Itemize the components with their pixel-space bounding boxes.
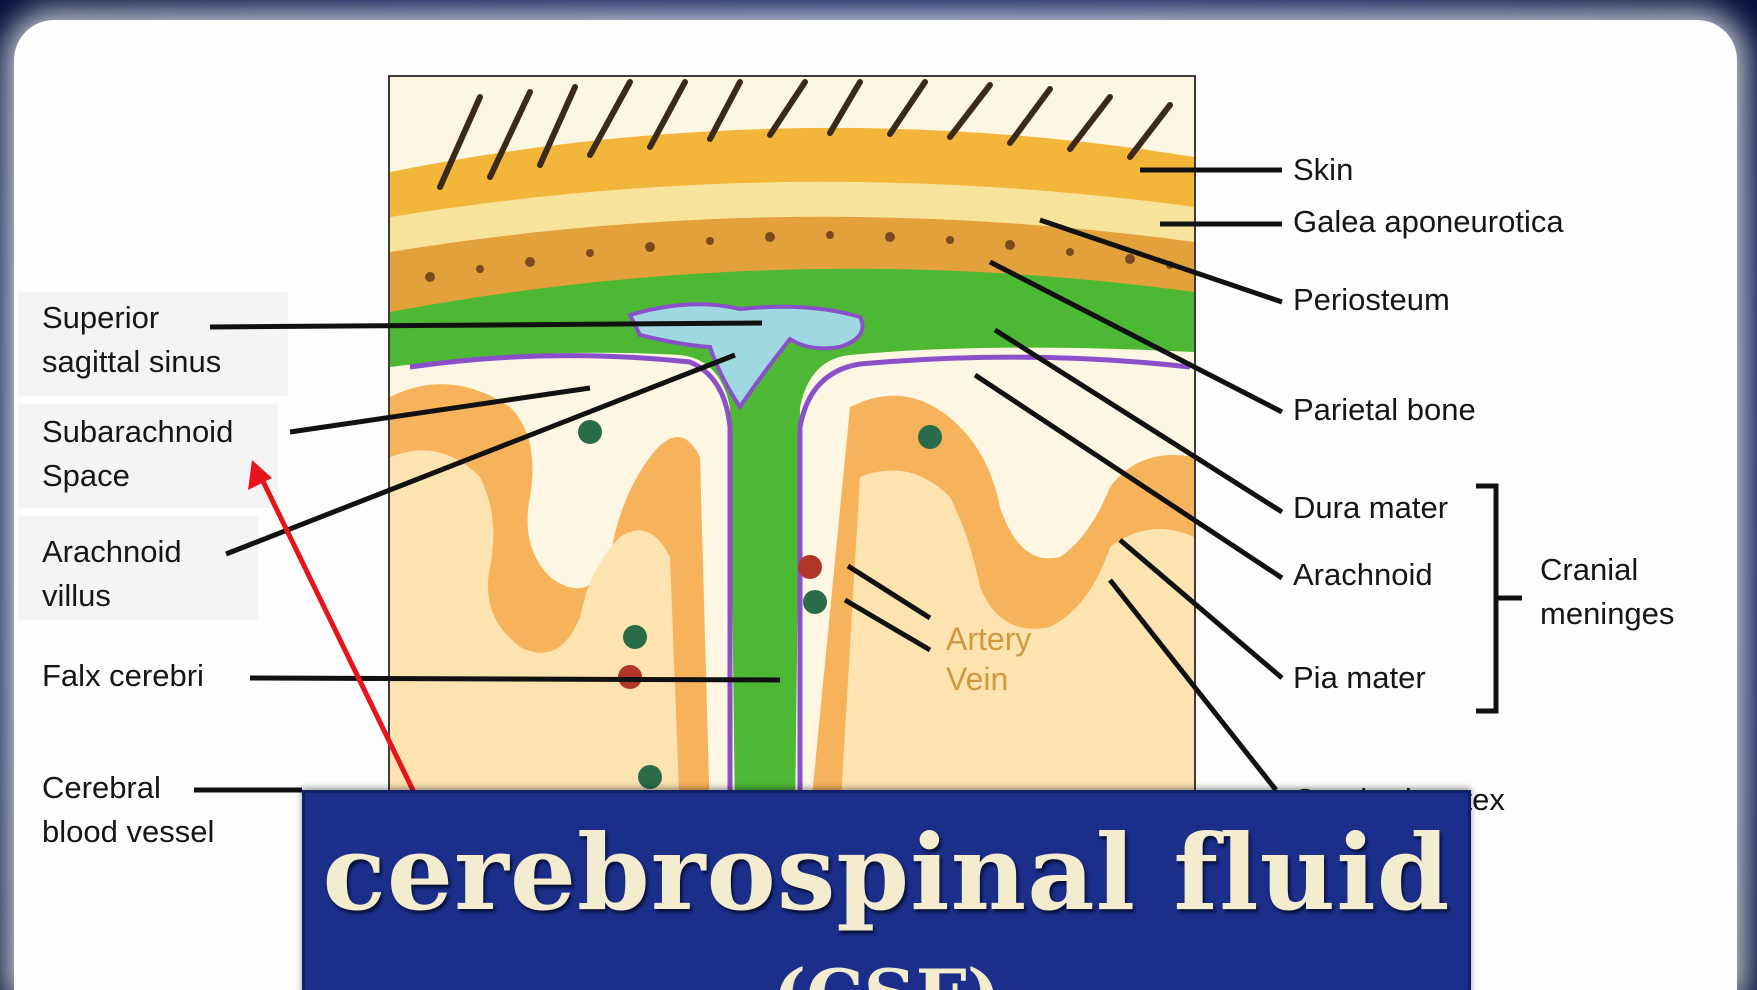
- label-subarachnoid-space: Subarachnoid Space: [42, 410, 233, 498]
- label-dura-mater: Dura mater: [1293, 486, 1448, 530]
- label-cranial-meninges: Cranial meninges: [1540, 548, 1674, 636]
- title-sub: (CSF): [305, 953, 1468, 990]
- label-periosteum: Periosteum: [1293, 278, 1450, 322]
- label-arachnoid-villus: Arachnoid villus: [42, 530, 182, 618]
- label-artery: Artery: [946, 618, 1031, 660]
- label-arachnoid: Arachnoid: [1293, 553, 1433, 597]
- label-galea-aponeurotica: Galea aponeurotica: [1293, 200, 1564, 244]
- label-pia-mater: Pia mater: [1293, 656, 1426, 700]
- label-parietal-bone: Parietal bone: [1293, 388, 1476, 432]
- label-skin: Skin: [1293, 148, 1353, 192]
- label-falx-cerebri: Falx cerebri: [42, 654, 204, 698]
- label-superior-sagittal-sinus: Superior sagittal sinus: [42, 296, 221, 384]
- title-banner: cerebrospinal fluid (CSF): [302, 790, 1471, 990]
- label-cerebral-blood-vessel: Cerebral blood vessel: [42, 766, 214, 854]
- label-vein: Vein: [946, 658, 1008, 700]
- title-main: cerebrospinal fluid: [305, 811, 1468, 934]
